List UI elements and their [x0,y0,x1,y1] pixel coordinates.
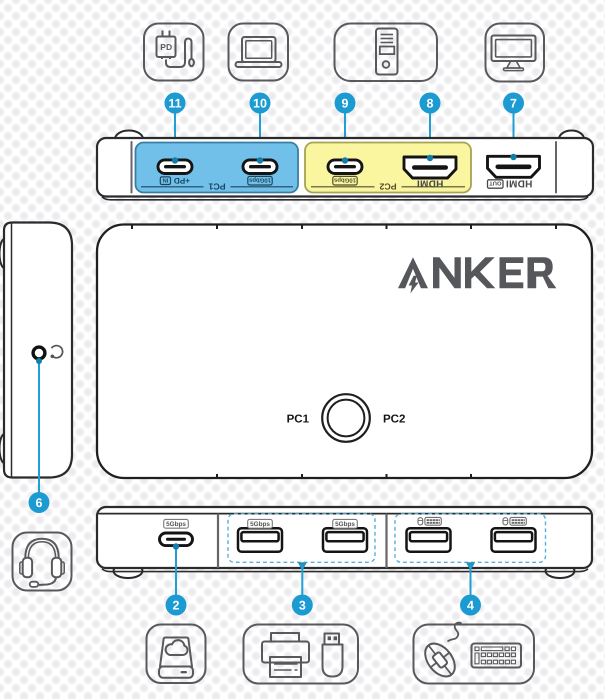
svg-text:PC1: PC1 [287,413,310,425]
svg-text:IN: IN [163,177,169,183]
svg-text:10Gbps: 10Gbps [248,176,271,183]
svg-text:OUT: OUT [489,180,502,187]
svg-text:HDMI: HDMI [506,178,533,189]
svg-text:+PD: +PD [174,176,190,185]
svg-text:11: 11 [168,96,181,110]
svg-text:4: 4 [467,598,474,612]
svg-text:PD: PD [160,42,172,52]
svg-text:10: 10 [253,96,267,110]
svg-text:PC2: PC2 [383,413,405,425]
svg-text:HDMI: HDMI [417,178,444,189]
svg-text:2: 2 [173,598,180,612]
svg-text:10Gbps: 10Gbps [333,176,356,183]
svg-text:PC2: PC2 [379,182,396,192]
svg-text:PC1: PC1 [208,182,225,192]
svg-text:6: 6 [36,496,43,510]
svg-text:9: 9 [342,96,349,110]
svg-text:8: 8 [427,96,434,110]
svg-text:3: 3 [299,598,306,612]
svg-text:7: 7 [510,96,517,110]
